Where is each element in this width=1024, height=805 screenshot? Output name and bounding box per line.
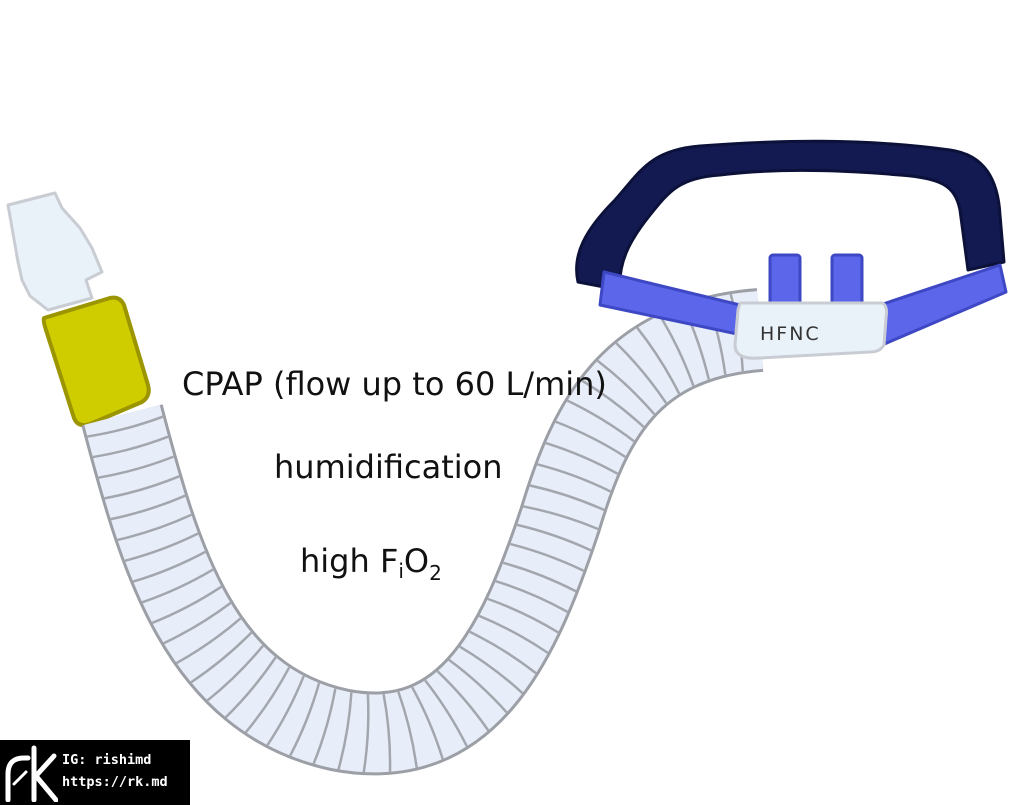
tube-rib bbox=[510, 542, 585, 572]
tube-rib bbox=[312, 688, 337, 765]
tube-rib bbox=[566, 399, 635, 443]
headstrap-dark bbox=[575, 139, 1006, 292]
tube-rib bbox=[141, 568, 214, 604]
tube-rib bbox=[502, 561, 577, 593]
hfnc-label: HFNC bbox=[760, 323, 821, 345]
tube-rib bbox=[132, 550, 206, 583]
tube-rib bbox=[289, 682, 321, 757]
tube-rib bbox=[529, 484, 605, 512]
tube-rib bbox=[545, 441, 619, 475]
tube-rib bbox=[244, 666, 291, 734]
watermark: IG: rishimd https://rk.md bbox=[0, 740, 190, 805]
tube-rib bbox=[636, 327, 681, 395]
fio2-sub-2: 2 bbox=[429, 561, 442, 585]
tube-rib bbox=[469, 630, 537, 675]
tube-rib bbox=[266, 675, 305, 746]
tube-rib bbox=[397, 691, 418, 768]
tube-rib bbox=[224, 656, 277, 719]
tube-rib bbox=[580, 379, 645, 428]
fio2-sub-i: i bbox=[398, 559, 404, 583]
humidification-label: humidification bbox=[274, 448, 502, 486]
tube-rib bbox=[124, 532, 199, 562]
tube-rib bbox=[190, 631, 253, 684]
tube-rib bbox=[448, 658, 508, 714]
tube-rib bbox=[163, 602, 232, 645]
tube-rib bbox=[523, 505, 599, 531]
tube-rib bbox=[436, 670, 490, 732]
tube-rib bbox=[175, 617, 242, 665]
nasal-prong-right bbox=[830, 253, 864, 307]
tube-rib bbox=[110, 494, 186, 521]
tube-rib bbox=[98, 455, 175, 479]
watermark-url[interactable]: https://rk.md bbox=[62, 774, 168, 790]
tube-rib bbox=[487, 597, 559, 634]
tube-rib bbox=[87, 415, 164, 438]
tube-rib bbox=[596, 359, 656, 416]
watermark-instagram: IG: rishimd bbox=[62, 752, 152, 768]
rk-logo-icon bbox=[5, 745, 58, 802]
tube-end-piece bbox=[6, 191, 104, 312]
tube-rib bbox=[151, 585, 223, 625]
nasal-prong-left bbox=[768, 253, 802, 307]
yellow-connector bbox=[41, 295, 151, 428]
tube-rib bbox=[206, 644, 264, 702]
tube-rib bbox=[411, 686, 444, 760]
tube-rib bbox=[104, 475, 180, 500]
tube-rib bbox=[658, 314, 695, 387]
tube-rib bbox=[424, 679, 468, 747]
tube-rib bbox=[362, 694, 370, 773]
tube-ribs bbox=[87, 293, 744, 773]
tube-rib bbox=[459, 645, 524, 695]
tube-rib bbox=[337, 692, 353, 770]
fio2-mid: O bbox=[404, 542, 429, 580]
tube-rib bbox=[615, 342, 668, 404]
fio2-label: high FiO2 bbox=[300, 542, 442, 585]
tube-rib bbox=[495, 579, 569, 613]
tube-rib bbox=[516, 523, 592, 552]
tube-rib bbox=[555, 420, 627, 458]
fio2-prefix: high F bbox=[300, 542, 398, 580]
tube-rib bbox=[537, 463, 612, 493]
tube-rib bbox=[117, 513, 192, 542]
tube-rib bbox=[382, 693, 392, 772]
cannula-body bbox=[733, 301, 888, 360]
cpap-label: CPAP (flow up to 60 L/min) bbox=[182, 365, 607, 403]
strap-pad-right bbox=[878, 263, 1008, 347]
tube-rib bbox=[92, 435, 169, 459]
tube-rib bbox=[478, 614, 549, 654]
